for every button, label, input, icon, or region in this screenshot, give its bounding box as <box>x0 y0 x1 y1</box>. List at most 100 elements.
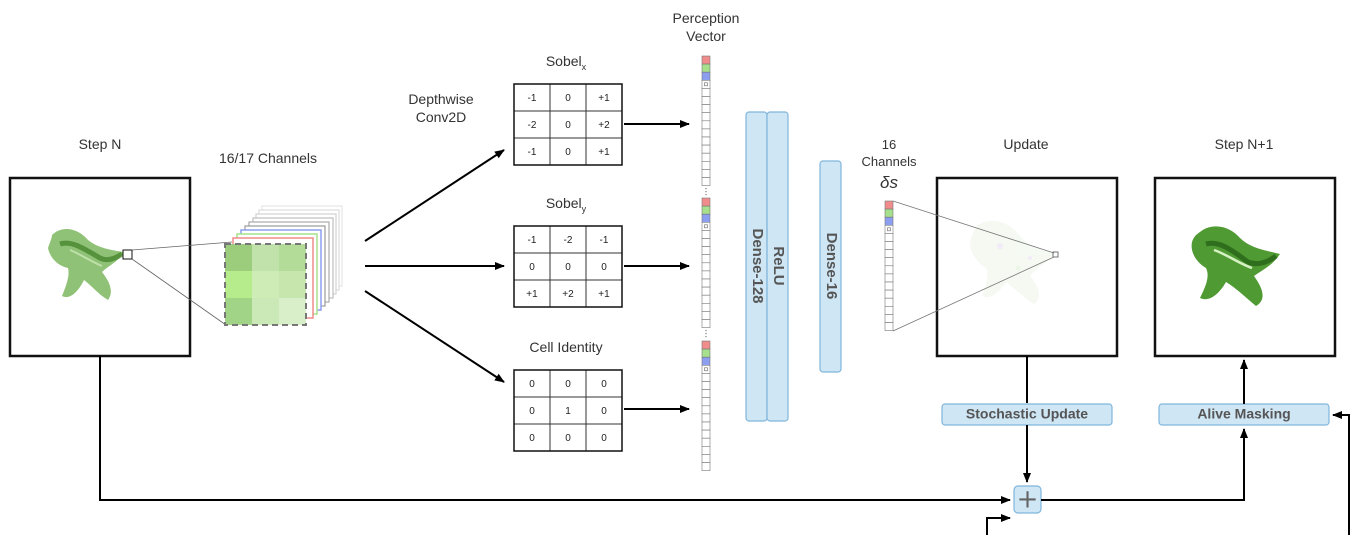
kernel-value: 1 <box>565 406 571 417</box>
kernel-border <box>513 83 623 166</box>
svg-text:+: + <box>1017 485 1039 515</box>
update-channels-label-line2: Channels <box>862 154 917 169</box>
step-n-label: Step N <box>79 136 122 152</box>
kernel-cell <box>549 137 587 166</box>
vector-cell <box>701 270 711 280</box>
vector-cell <box>701 104 711 113</box>
kernel-value: 0 <box>601 262 607 273</box>
plus-to-alive-masking-arrow <box>1041 428 1248 501</box>
selected-cell-marker <box>122 249 133 260</box>
vector-cell <box>701 112 711 122</box>
vector-cell <box>701 161 711 170</box>
sobel-x-label: Sobelx <box>546 53 587 72</box>
vector-cell <box>701 96 711 105</box>
sobel-y-label: Sobely <box>546 195 587 214</box>
lizard-step-n-image <box>48 228 124 300</box>
vector-cell <box>701 302 711 312</box>
update-cell-marker <box>1052 251 1059 258</box>
vector-cell <box>884 281 894 291</box>
svg-text:Stochastic Update: Stochastic Update <box>966 406 1088 422</box>
alive-mask-input-arrow <box>1332 411 1350 535</box>
vector-cell <box>701 462 711 471</box>
kernel-value: -1 <box>600 235 609 246</box>
vector-cell <box>701 88 711 97</box>
plus-node: + <box>1013 485 1042 515</box>
vector-rgb-cell <box>701 63 711 73</box>
update-zoom-line-top <box>892 200 1055 254</box>
kernel-value: +2 <box>598 120 610 131</box>
vector-cell <box>701 319 711 328</box>
update-image <box>970 220 1054 304</box>
vector-cell <box>701 294 711 304</box>
vector-cell <box>701 120 711 130</box>
kernel-border <box>513 225 623 308</box>
kernel-value: 0 <box>565 93 571 104</box>
perception-label-line1: Perception <box>673 10 740 26</box>
vector-cell <box>701 311 711 320</box>
kernel-value: 0 <box>565 262 571 273</box>
vector-cell <box>701 405 711 415</box>
vector-cell <box>701 445 711 455</box>
kernel-value: -1 <box>528 147 537 158</box>
kernel-value: 0 <box>565 433 571 444</box>
vector-cell <box>884 289 894 299</box>
vector-cell <box>701 437 711 447</box>
update-channels-label-line1: 16 <box>882 137 896 152</box>
kernel-value: -2 <box>528 120 537 131</box>
vector-rgb-cell <box>701 356 711 366</box>
vector-cell <box>701 421 711 431</box>
continuation-dot <box>705 193 707 196</box>
vector-cell <box>701 278 711 288</box>
continuation-dot <box>705 187 707 190</box>
vector-rgb-cell <box>701 55 711 65</box>
kernel-value: 0 <box>565 147 571 158</box>
vector-cell <box>701 254 711 264</box>
vector-alpha-cell <box>701 364 711 374</box>
vector-cell <box>701 454 711 463</box>
vector-cell <box>701 389 711 399</box>
vector-alpha-cell <box>884 225 894 234</box>
vector-cell <box>884 249 894 259</box>
step-n1-label: Step N+1 <box>1215 136 1274 152</box>
perception-vector-segment-3 <box>701 340 711 471</box>
kernel-value: 0 <box>601 379 607 390</box>
vector-cell <box>701 169 711 178</box>
vector-rgb-cell <box>701 205 711 215</box>
vector-rgb-cell <box>701 340 711 350</box>
vector-rgb-cell <box>884 208 894 218</box>
kernel-cell <box>585 225 623 254</box>
depthwise-label-line1: Depthwise <box>408 91 474 107</box>
vector-alpha-cell <box>701 222 711 231</box>
vector-cell <box>884 241 894 250</box>
alpha-marker <box>704 82 708 87</box>
kernel-value: 0 <box>601 406 607 417</box>
svg-text:Dense-128: Dense-128 <box>749 228 766 303</box>
vector-cell <box>701 397 711 407</box>
kernel-value: +1 <box>598 289 610 300</box>
vector-cell <box>701 128 711 138</box>
svg-text:ReLU: ReLU <box>770 246 787 285</box>
vector-cell <box>701 262 711 272</box>
delta-s-label: δs <box>880 173 898 192</box>
perception-vector-segment-1 <box>701 55 711 196</box>
dense-128-layer: Dense-128 <box>745 111 768 422</box>
vector-rgb-cell <box>701 197 711 207</box>
vector-cell <box>701 429 711 439</box>
kernel-value: 0 <box>565 379 571 390</box>
kernel-cell <box>549 110 587 139</box>
kernel-value: +1 <box>526 289 538 300</box>
vector-cell <box>884 273 894 283</box>
depthwise-label-line2: Conv2D <box>416 109 467 125</box>
alpha-marker <box>704 224 708 229</box>
kernel-value: 0 <box>529 433 535 444</box>
arrow-to-sobel-x <box>364 149 505 242</box>
vector-rgb-cell <box>884 200 894 210</box>
vector-cell <box>701 177 711 186</box>
vector-cell <box>701 246 711 256</box>
channel-stack <box>224 205 343 326</box>
svg-text:Alive Masking: Alive Masking <box>1197 406 1290 422</box>
kernel-cell <box>585 423 623 452</box>
